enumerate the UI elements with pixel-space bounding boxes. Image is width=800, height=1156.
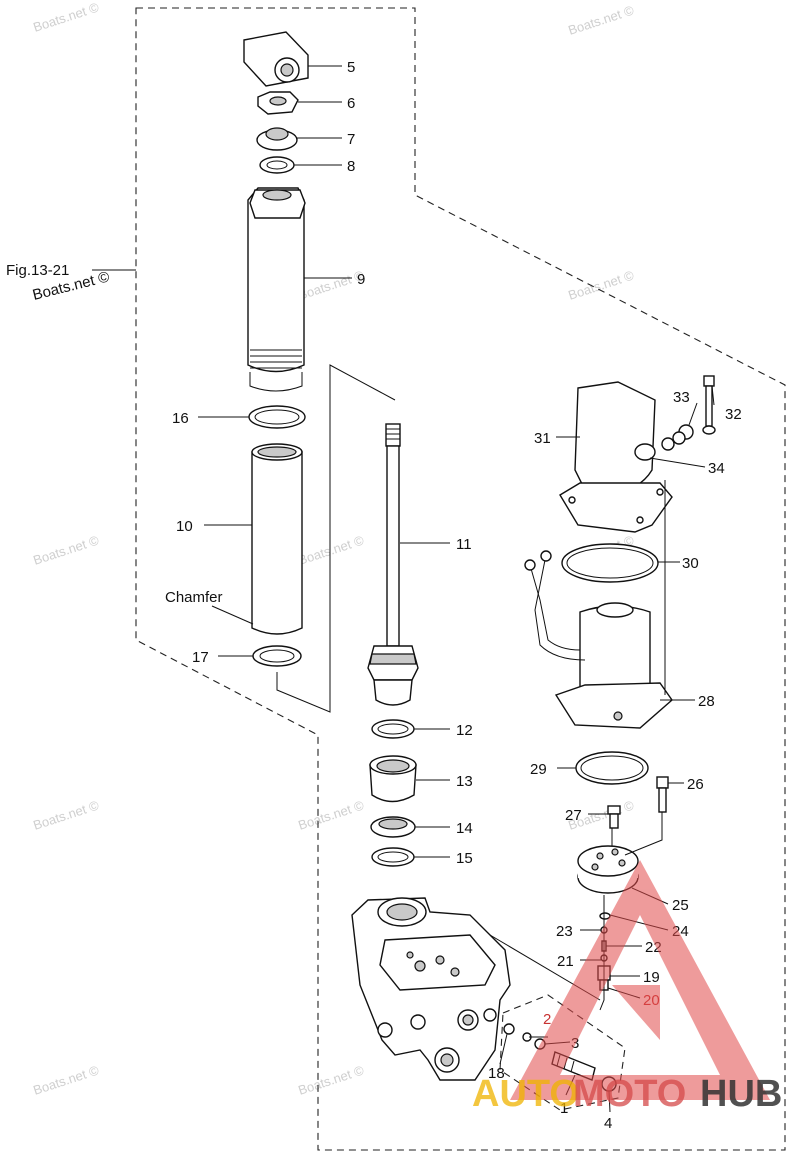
part-32-bolt: [702, 375, 716, 435]
part-number-6: 6: [347, 95, 355, 112]
part-18-o-ring: [503, 1023, 515, 1035]
part-number-27: 27: [565, 807, 582, 824]
part-30-o-ring: [561, 543, 659, 583]
watermark-text: Boats.net ©: [566, 2, 636, 37]
group-boundary: [135, 7, 786, 1151]
watermark-text: Boats.net ©: [296, 797, 366, 832]
part-25-valve-body: [577, 845, 639, 894]
part-16-o-ring: [248, 405, 306, 429]
part-number-15: 15: [456, 850, 473, 867]
part-number-5: 5: [347, 59, 355, 76]
part-number-21: 21: [557, 953, 574, 970]
part-31-cover: [559, 381, 673, 533]
part-number-34: 34: [708, 460, 725, 477]
part-number-28: 28: [698, 693, 715, 710]
part-number-23: 23: [556, 923, 573, 940]
part-26-screw: [656, 776, 669, 813]
part-number-4: 4: [604, 1115, 612, 1132]
watermark-text: Boats.net ©: [31, 1062, 101, 1097]
figure-reference: Fig.13-21 Boats.net ©: [6, 262, 136, 304]
part-5-cap: [243, 31, 309, 87]
part-9-cylinder: [247, 187, 306, 392]
logo-text-moto: MOTO: [573, 1073, 686, 1115]
automotohub-logo: [510, 860, 770, 1100]
part-number-17: 17: [192, 649, 209, 666]
part-number-7: 7: [347, 131, 355, 148]
part-11-piston-rod: [367, 423, 419, 706]
part-number-18: 18: [488, 1065, 505, 1082]
part-number-26: 26: [687, 776, 704, 793]
chamfer-label: Chamfer: [165, 589, 223, 606]
part-number-14: 14: [456, 820, 473, 837]
part-7-seal: [256, 127, 298, 151]
part-6-nut: [257, 91, 299, 115]
watermark-text: Boats.net ©: [31, 0, 101, 35]
watermark-text: Boats.net ©: [296, 1062, 366, 1097]
part-number-32: 32: [725, 406, 742, 423]
part-33-fitting: [672, 424, 694, 445]
automotohub-wordmark: AUTO MOTO HUB: [472, 1073, 782, 1115]
watermark-text: Boats.net ©: [296, 267, 366, 302]
part-10-sleeve: [251, 443, 303, 635]
part-24-o-ring: [599, 912, 611, 920]
watermark-text: Boats.net ©: [31, 797, 101, 832]
part-8-o-ring: [259, 156, 295, 174]
part-number-9: 9: [357, 271, 365, 288]
alignment-line: [276, 364, 396, 713]
part-13-bushing: [369, 755, 417, 803]
part-number-29: 29: [530, 761, 547, 778]
part-number-16: 16: [172, 410, 189, 427]
part-27-fitting: [607, 805, 621, 829]
watermark-text: Boats.net ©: [31, 532, 101, 567]
part-number-25: 25: [672, 897, 689, 914]
part-number-13: 13: [456, 773, 473, 790]
part-34-washer: [661, 437, 675, 451]
part-numbers: 5 6 7 8 9 16 10 Chamfer 17 11 12 13 14 1…: [165, 59, 742, 1132]
watermark-text: Boats.net ©: [296, 532, 366, 567]
housing-body: [351, 897, 511, 1081]
part-number-11: 11: [456, 536, 472, 553]
figure-reference-label: Fig.13-21: [6, 262, 69, 279]
alignment-line: [624, 812, 663, 856]
part-number-30: 30: [682, 555, 699, 572]
part-number-8: 8: [347, 158, 355, 175]
part-number-10: 10: [176, 518, 193, 535]
part-29-o-ring: [575, 751, 649, 785]
part-number-31: 31: [534, 430, 551, 447]
part-28-motor: [524, 550, 673, 729]
part-number-33: 33: [673, 389, 690, 406]
part-number-12: 12: [456, 722, 473, 739]
logo-text-hub: HUB: [700, 1073, 782, 1115]
part-number-1: 1: [560, 1100, 568, 1117]
part-number-2: 2: [543, 1011, 551, 1028]
watermark-text: Boats.net ©: [566, 267, 636, 302]
logo-text-auto: AUTO: [472, 1073, 579, 1115]
logo-triangle: [510, 860, 770, 1100]
part-number-19: 19: [643, 969, 660, 986]
